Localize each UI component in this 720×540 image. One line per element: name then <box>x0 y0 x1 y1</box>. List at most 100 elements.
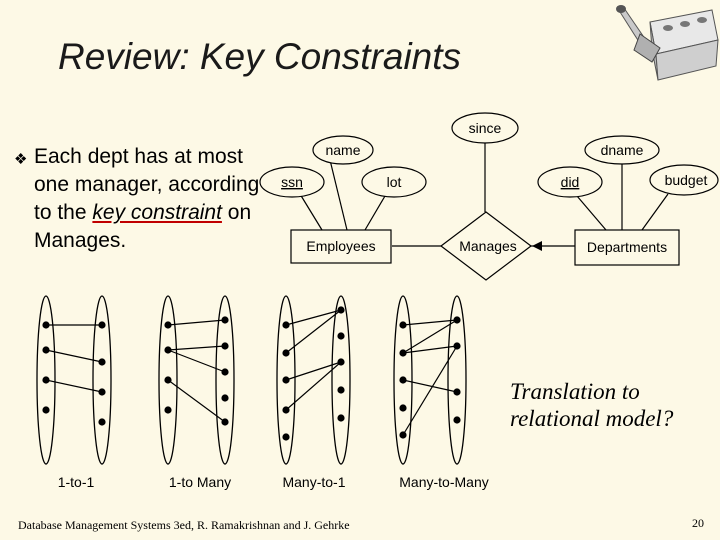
mapping-point <box>164 346 172 354</box>
mapping-point <box>164 376 172 384</box>
mapping-point <box>98 321 106 329</box>
attribute-did-label: did <box>561 174 580 190</box>
mapping-label-manytomany: Many-to-Many <box>399 474 488 490</box>
mapping-point <box>337 358 345 366</box>
mapping-point <box>337 414 345 422</box>
mapping-1tomany-edge <box>167 349 226 373</box>
relationship-manages <box>440 211 532 281</box>
entity-employees-label: Employees <box>306 238 375 254</box>
entity-departments <box>574 229 680 266</box>
mapping-1to1-left-set <box>36 295 56 465</box>
mapping-manyto1-edge <box>285 309 342 326</box>
mapping-manytomany-edge <box>402 319 458 326</box>
mapping-point <box>399 431 407 439</box>
er-connectors <box>299 140 669 251</box>
mapping-point <box>42 321 50 329</box>
mapping-point <box>453 416 461 424</box>
mapping-manyto1-edge <box>285 361 342 381</box>
mapping-1tomany-right-set <box>215 295 235 465</box>
mapping-point <box>98 388 106 396</box>
mapping-point <box>337 386 345 394</box>
footer-citation: Database Management Systems 3ed, R. Rama… <box>18 518 350 532</box>
mapping-1to1-edge <box>45 349 103 363</box>
mapping-1to1-edge <box>45 379 103 393</box>
attribute-lot-label: lot <box>387 174 402 190</box>
attribute-budget <box>649 164 719 196</box>
mapping-point <box>42 376 50 384</box>
mapping-point <box>399 404 407 412</box>
mapping-point <box>399 349 407 357</box>
relationship-manages-label: Manages <box>459 238 517 254</box>
mapping-manytomany-edge <box>402 345 458 436</box>
mapping-point <box>98 418 106 426</box>
attribute-budget-label: budget <box>665 172 708 188</box>
mapping-point <box>164 321 172 329</box>
mapping-point <box>221 342 229 350</box>
mapping-manyto1-left-set <box>276 295 296 465</box>
connector-did-departments <box>576 195 607 231</box>
mapping-point <box>399 376 407 384</box>
attribute-since-label: since <box>469 120 502 136</box>
mapping-label-1tomany: 1-to Many <box>169 474 231 490</box>
mapping-point <box>98 358 106 366</box>
entity-departments-label: Departments <box>587 239 667 255</box>
attribute-lot <box>361 166 427 198</box>
entity-employees <box>290 229 392 264</box>
bullet-text: Each dept has at most one manager, accor… <box>34 143 264 255</box>
mapping-manyto1-edge <box>285 361 342 411</box>
mapping-point <box>42 346 50 354</box>
mapping-point <box>453 388 461 396</box>
mapping-point <box>282 433 290 441</box>
mapping-manyto1-right-set <box>331 295 351 465</box>
connector-budget-departments <box>641 193 669 231</box>
mapping-1to1-right-set <box>92 295 112 465</box>
translation-question: Translation to relational model? <box>510 378 710 432</box>
mapping-label-manyto1: Many-to-1 <box>282 474 345 490</box>
mapping-manytomany-edge <box>402 379 458 393</box>
attribute-dname-label: dname <box>601 142 644 158</box>
mapping-point <box>337 332 345 340</box>
mapping-1tomany-edge <box>167 319 226 326</box>
mapping-point <box>164 406 172 414</box>
attribute-name-label: name <box>325 142 360 158</box>
translation-line-2: relational model? <box>510 406 674 431</box>
attribute-ssn-label: ssn <box>281 174 303 190</box>
logo-brick-trowel-icon <box>616 5 719 81</box>
page-number: 20 <box>692 516 704 530</box>
mapping-point <box>221 368 229 376</box>
attribute-since <box>451 112 519 144</box>
attribute-dname <box>584 135 660 165</box>
attribute-name <box>312 135 374 165</box>
mapping-label-1to1: 1-to-1 <box>58 474 95 490</box>
mapping-point <box>453 342 461 350</box>
mapping-manyto1-edge <box>285 309 342 354</box>
mapping-manytomany-edge <box>402 345 458 354</box>
mapping-point <box>42 406 50 414</box>
mapping-point <box>221 418 229 426</box>
mapping-1tomany-left-set <box>158 295 178 465</box>
connector-lot-employees <box>364 195 386 231</box>
key-constraint-term: key constraint <box>92 201 222 224</box>
mapping-point <box>399 321 407 329</box>
bullet-diamond-icon: ❖ <box>14 151 28 168</box>
key-constraint-arrowhead-icon <box>532 241 542 251</box>
bullet-text-after: on Manages. <box>34 201 252 252</box>
attribute-did <box>537 166 603 198</box>
mapping-point <box>282 406 290 414</box>
mapping-point <box>221 316 229 324</box>
connector-ssn-employees <box>299 193 323 231</box>
mapping-point <box>337 306 345 314</box>
mapping-manytomany-edge <box>402 319 458 354</box>
connector-name-employees <box>329 159 348 231</box>
mapping-1tomany-edge <box>167 379 226 423</box>
slide-title: Review: Key Constraints <box>58 36 462 77</box>
translation-line-1: Translation to <box>510 379 640 404</box>
bullet-text-before: Each dept has at most one manager, accor… <box>34 145 260 224</box>
mapping-point <box>282 349 290 357</box>
attribute-ssn <box>259 166 325 198</box>
mapping-1tomany-edge <box>167 345 226 351</box>
mapping-point <box>453 316 461 324</box>
mapping-manytomany-left-set <box>393 295 413 465</box>
